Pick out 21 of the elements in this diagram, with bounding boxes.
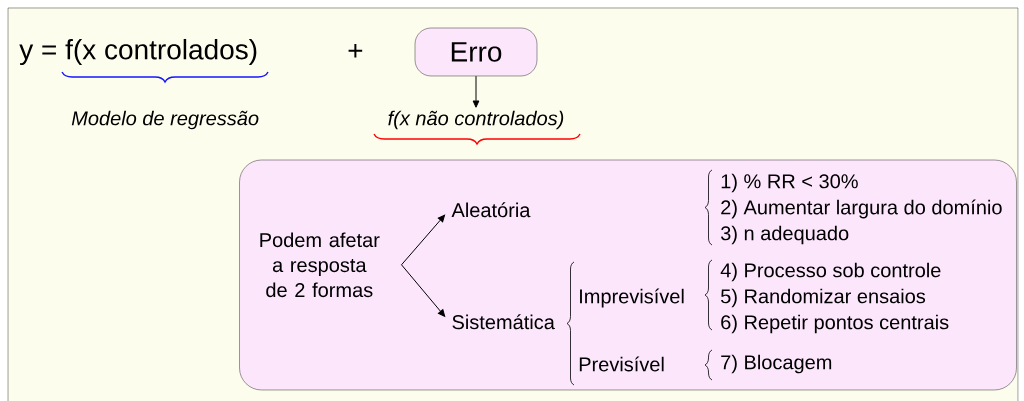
category-label: Previsível xyxy=(579,356,664,372)
text-label: f(x não controlados) xyxy=(388,110,564,130)
list-item: 5) Randomizar ensaios xyxy=(721,288,926,308)
rounded-panel xyxy=(239,159,1017,391)
list-item: 4) Processo sob controle xyxy=(720,262,941,282)
category-label: Aleatória xyxy=(451,202,531,218)
list-item: 3) n adequado xyxy=(720,225,849,245)
text-label: Podem afetar a resposta de 2 formas xyxy=(260,232,380,298)
list-item: 6) Repetir pontos centrais xyxy=(721,314,949,334)
arrow xyxy=(472,75,480,108)
category-label: Sistemática xyxy=(452,314,555,330)
rounded-box: Erro xyxy=(414,27,538,77)
list-item: 7) Blocagem xyxy=(721,354,832,374)
plus-sign: + xyxy=(348,43,363,58)
arrow xyxy=(401,214,446,266)
list-item: 1) % RR < 30% xyxy=(721,173,858,193)
list-item: 2) Aumentar largura do domínio xyxy=(721,199,1002,219)
text-label: Modelo de regressão xyxy=(71,110,259,130)
equation-text: y = f(x controlados) xyxy=(19,38,257,66)
arrow xyxy=(401,264,446,317)
category-label: Imprevisível xyxy=(580,288,684,308)
